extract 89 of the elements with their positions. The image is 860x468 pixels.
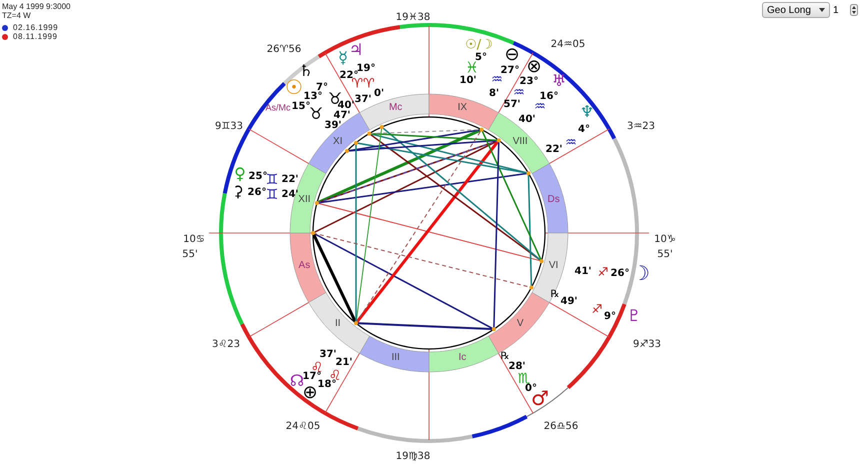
cusp-label: 24♌05: [286, 422, 320, 432]
zodiac-glyph: ♒: [491, 74, 503, 86]
house-label: XI: [333, 136, 342, 147]
retrograde-mark: ℞: [500, 352, 510, 362]
angle-label: Ds: [547, 194, 560, 205]
degree-label: 5°: [475, 53, 487, 63]
planet-glyph: ♀: [234, 166, 246, 182]
house-label: VI: [548, 261, 558, 272]
degree-label: 49': [560, 297, 578, 307]
degree-label: 40': [518, 115, 536, 125]
zodiac-glyph: ♉: [308, 106, 324, 122]
house-label: V: [516, 319, 524, 330]
degree-label: 15°: [292, 102, 310, 112]
degree-label: 4°: [578, 125, 590, 135]
cusp-label: 24♒05: [550, 40, 586, 50]
degree-label: 47': [334, 111, 350, 121]
degree-label: 41': [574, 267, 592, 277]
degree-label: 21': [336, 358, 352, 368]
zodiac-glyph: ♒: [534, 100, 546, 114]
zodiac-glyph: ♒: [513, 86, 525, 100]
select-dropdown: Geo Long: [762, 2, 830, 18]
cusp-label: 55': [182, 250, 198, 260]
zodiac-glyph: ♒: [565, 136, 577, 150]
degree-label: 16°: [540, 92, 558, 102]
degree-label: 26°: [248, 188, 266, 198]
planet-glyph: ♃: [348, 42, 364, 58]
degree-label: 0': [374, 89, 384, 99]
cusp-label: 3♒23: [626, 122, 656, 132]
angle-label: Ic: [458, 352, 466, 363]
degree-label: 25°: [248, 172, 268, 182]
degree-label: 39': [324, 121, 342, 131]
retrograde-mark: ℞: [550, 290, 560, 300]
planet-glyph: ☽: [632, 263, 650, 283]
legend-label: 08.11.1999: [13, 33, 58, 41]
legend-label: 02.16.1999: [13, 24, 58, 32]
planet-glyph: ☉/☽: [465, 38, 493, 52]
cusp-label: 10♋: [183, 235, 205, 245]
degree-label: 19°: [356, 64, 376, 74]
zodiac-glyph: ♓: [465, 60, 479, 76]
point-glyph: ⊗: [526, 58, 542, 76]
degree-label: 27°: [500, 66, 520, 76]
number-spinner: 1: [833, 2, 858, 18]
cusp-label: 10♑: [654, 235, 676, 245]
cusp-label: 26♈56: [266, 45, 302, 55]
header-text: May 4 1999 9:3000: [2, 3, 70, 11]
header-text: TZ=4 W: [2, 12, 31, 20]
degree-label: 9°: [604, 312, 616, 322]
planet-glyph: ☿: [338, 50, 348, 66]
planet-glyph: ⚳: [232, 184, 244, 200]
degree-label: 7°: [316, 83, 328, 93]
planet-glyph: ♄: [298, 63, 314, 79]
planet-glyph: ♇: [626, 308, 642, 324]
house-label: VIII: [512, 136, 528, 147]
house-label: IX: [458, 103, 468, 114]
cusp-label: 9♊33: [214, 122, 244, 132]
degree-label: 26°: [610, 269, 630, 279]
angle-label: As: [298, 261, 310, 272]
angle-label: As/Mc: [266, 104, 290, 112]
zodiac-glyph: ♐: [592, 303, 602, 315]
cusp-label: 19♓38: [396, 13, 430, 23]
degree-label: 13°: [304, 92, 322, 102]
degree-label: 23°: [520, 77, 538, 87]
degree-label: 37': [354, 95, 372, 105]
angle-label: Mc: [388, 103, 402, 114]
degree-label: 24': [282, 190, 298, 200]
point-glyph: ☊: [290, 373, 304, 389]
degree-label: 28': [508, 362, 526, 372]
degree-label: 22': [282, 175, 298, 185]
zodiac-glyph: ♐: [598, 266, 608, 278]
degree-label: 57': [504, 100, 520, 110]
cusp-label: 55': [657, 250, 673, 260]
point-glyph: ⊖: [504, 46, 520, 64]
degree-label: 8': [488, 89, 500, 99]
house-label: XII: [298, 194, 310, 205]
cusp-label: 26♎56: [544, 422, 578, 432]
cusp-label: 9♐33: [632, 340, 662, 350]
degree-label: 10': [460, 76, 476, 86]
point-glyph: ⊕: [302, 384, 318, 402]
degree-label: 22': [546, 145, 562, 155]
planet-glyph: ♅: [552, 73, 566, 89]
cusp-label: 3♌23: [212, 340, 240, 350]
planet-glyph: ☉: [285, 77, 303, 97]
planet-glyph: ♆: [580, 104, 594, 120]
degree-label: 37': [320, 350, 336, 360]
house-label: III: [391, 352, 400, 363]
cusp-label: 19♍38: [396, 452, 430, 462]
zodiac-glyph: ♊: [266, 173, 278, 187]
zodiac-glyph: ♊: [266, 188, 278, 202]
house-label: II: [335, 319, 341, 330]
